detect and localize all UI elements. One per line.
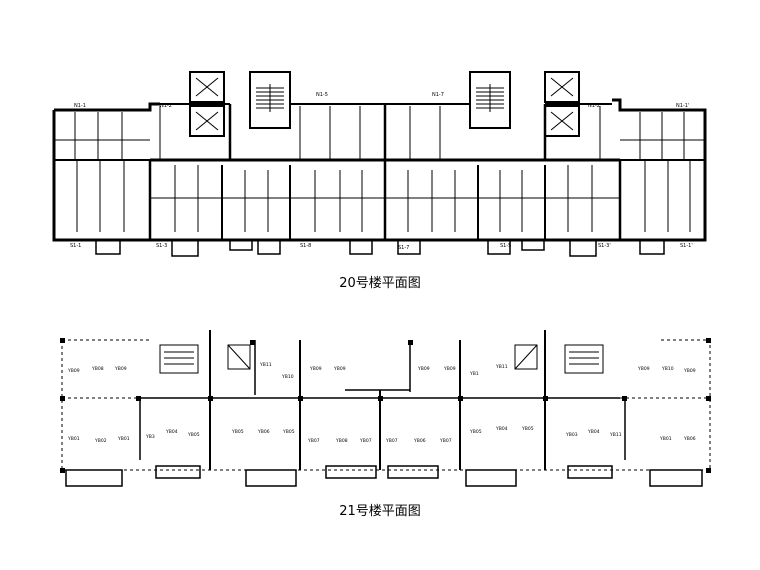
- tags-20: N1-1 N1-2 N1-2' N1-1' S1-1 S1-3 S1-8 S1-…: [70, 92, 693, 251]
- tag-n1-5: N1-5: [316, 92, 328, 98]
- room-label: YB01: [659, 436, 672, 442]
- room-label: YB01: [117, 436, 130, 442]
- tag-n1-7: N1-7: [432, 92, 444, 98]
- room-label: YB09: [67, 368, 80, 374]
- tag-n1-2p: N1-2': [588, 103, 601, 109]
- room-label: YB07: [307, 438, 320, 444]
- tag-n1-1: N1-1: [74, 103, 86, 109]
- stairs-21: [159, 344, 604, 374]
- room-label: YB05: [231, 429, 244, 435]
- room-label: YB08: [91, 366, 104, 372]
- plan-21: YB09 YB08 YB09 YB01 YB02 YB01 YB3 YB04 Y…: [0, 320, 760, 495]
- room-label: YB10: [281, 374, 294, 380]
- room-label: YB09: [417, 366, 430, 372]
- tag-s1-5: S1-5: [500, 243, 511, 249]
- tag-s1-7: S1-7: [398, 245, 409, 251]
- floor-plan-21-drawing: YB09 YB08 YB09 YB01 YB02 YB01 YB3 YB04 Y…: [60, 330, 711, 487]
- room-label: YB06: [413, 438, 426, 444]
- room-label: YB01: [67, 436, 80, 442]
- room-label: YB09: [443, 366, 456, 372]
- plan-20-caption: 20号楼平面图: [339, 276, 421, 291]
- lower-partitions: [76, 160, 691, 240]
- tag-s1-1p: S1-1': [680, 243, 693, 249]
- room-label: YB04: [587, 429, 600, 435]
- room-label: YB05: [469, 429, 482, 435]
- room-label: YB06: [683, 436, 696, 442]
- room-label: YB06: [257, 429, 270, 435]
- room-label: YB11: [259, 362, 272, 368]
- room-label: YB07: [385, 438, 398, 444]
- upper-partitions: [54, 104, 705, 240]
- room-label: YB08: [335, 438, 348, 444]
- room-label: YB09: [333, 366, 346, 372]
- room-label: YB04: [165, 429, 178, 435]
- room-label: YB10: [661, 366, 674, 372]
- room-label: YB1: [469, 371, 479, 377]
- room-label: YB07: [359, 438, 372, 444]
- room-label: YB02: [94, 438, 107, 444]
- tag-n1-1p: N1-1': [676, 103, 689, 109]
- tag-s1-8: S1-8: [300, 243, 311, 249]
- room-label: YB09: [637, 366, 650, 372]
- room-label: YB09: [309, 366, 322, 372]
- room-label: YB11: [495, 364, 508, 370]
- balconies-21: [65, 465, 703, 487]
- room-label: YB05: [521, 426, 534, 432]
- room-label: YB04: [495, 426, 508, 432]
- balconies: [95, 239, 665, 257]
- outer-walls: [52, 98, 707, 242]
- elevator-shafts: [189, 71, 580, 137]
- stair-wells: [249, 71, 511, 129]
- room-label: YB11: [609, 432, 622, 438]
- room-label: YB07: [439, 438, 452, 444]
- room-label: YB03: [565, 432, 578, 438]
- room-label: YB05: [282, 429, 295, 435]
- outer-walls-21: [61, 330, 711, 471]
- tag-n1-2: N1-2: [160, 103, 172, 109]
- room-label: YB3: [145, 434, 155, 440]
- tag-s1-1: S1-1: [70, 243, 81, 249]
- tag-s1-3p: S1-3': [598, 243, 611, 249]
- room-labels-21: YB09 YB08 YB09 YB01 YB02 YB01 YB3 YB04 Y…: [67, 362, 696, 444]
- columns-21: [60, 338, 711, 473]
- plan-20: N1-1 N1-2 N1-2' N1-1' S1-1 S1-3 S1-8 S1-…: [0, 60, 760, 270]
- plan-21-caption: 21号楼平面图: [339, 504, 421, 519]
- room-label: YB09: [114, 366, 127, 372]
- floor-plan-20-drawing: N1-1 N1-2 N1-2' N1-1' S1-1 S1-3 S1-8 S1-…: [52, 71, 707, 257]
- room-label: YB05: [187, 432, 200, 438]
- tag-s1-3: S1-3: [156, 243, 167, 249]
- room-label: YB09: [683, 368, 696, 374]
